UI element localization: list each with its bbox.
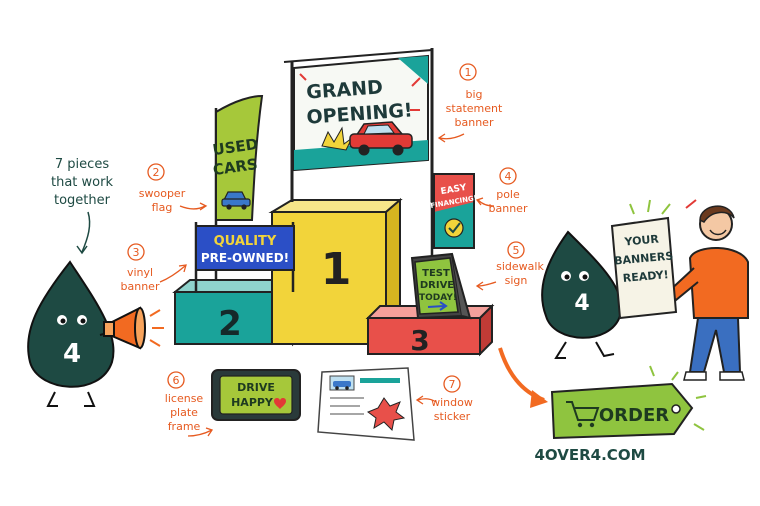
callout-3-line-1: vinyl: [127, 266, 153, 279]
intro-line-1: 7 pieces: [55, 157, 109, 172]
checkmark-icon: [444, 218, 464, 238]
podium: 2 1 3: [172, 197, 495, 357]
callout-1: 1 big statement banner: [437, 63, 503, 143]
intro-note: 7 pieces that work together: [51, 157, 113, 208]
callout-5: 5 sidewalk sign: [475, 241, 544, 291]
vinyl-banner-line-1: QUALITY: [214, 234, 277, 249]
podium-third: [367, 317, 481, 355]
callout-4-number: 4: [505, 170, 512, 183]
mascot-left-pupil: [60, 318, 66, 324]
callout-7-line-1: window: [431, 396, 473, 409]
arrow-to-order: [498, 347, 548, 408]
mascot-left-leg-2: [84, 391, 96, 407]
callout-6: 6 license plate frame: [165, 371, 214, 437]
callout-2-line-2: flag: [152, 201, 173, 214]
sidewalk-sign-line-2: DRIVE: [420, 280, 454, 291]
sidewalk-sign: TEST DRIVE TODAY!: [410, 252, 472, 320]
callout-3-number: 3: [133, 246, 140, 259]
callout-7: 7 window sticker: [415, 375, 473, 423]
delivery-sign-line-2: BANNERS: [614, 249, 674, 267]
intro-line-3: together: [54, 193, 111, 208]
mascot-right: 4: [541, 230, 623, 359]
podium-first-label: 1: [321, 244, 352, 295]
delivery-person: [666, 205, 749, 381]
callout-6-line-1: license: [165, 392, 204, 405]
order-tag-label: ORDER: [599, 405, 669, 426]
big-statement-banner: GRAND OPENING!: [283, 48, 434, 202]
callout-4: 4 pole banner: [475, 167, 528, 215]
megaphone-icon: [103, 306, 164, 350]
callout-2-number: 2: [153, 166, 160, 179]
vinyl-banner: QUALITY PRE-OWNED!: [194, 222, 295, 292]
big-banner-line-1: GRAND: [306, 76, 384, 103]
mascot-left-leg: [46, 391, 58, 407]
license-plate-line-1: DRIVE: [237, 381, 275, 394]
arrow-right-icon: [427, 301, 448, 311]
window-sticker: [317, 367, 415, 441]
car-icon: [221, 191, 251, 210]
callout-6-number: 6: [173, 374, 180, 387]
delivery-sign-line-1: YOUR: [623, 232, 660, 248]
intro-arrow: [81, 211, 91, 253]
delivery-sign: YOUR BANNERS READY!: [610, 199, 697, 320]
intro-arrowhead: [76, 245, 88, 255]
callout-1-line-2: statement: [446, 102, 503, 115]
cart-icon: [566, 401, 600, 428]
sidewalk-sign-line-1: TEST: [422, 268, 450, 279]
pole-banner-line-1: EASY: [440, 183, 468, 197]
license-plate-frame: DRIVE HAPPY: [211, 369, 301, 421]
mascot-left: 4: [27, 260, 119, 407]
callout-2: 2 swooper flag: [139, 163, 208, 214]
callout-1-line-1: big: [465, 88, 482, 101]
podium-third-label: 3: [410, 324, 429, 357]
callout-3-line-2: banner: [121, 280, 160, 293]
car-icon: [349, 121, 413, 156]
website-url[interactable]: 4OVER4.COM: [534, 446, 645, 464]
callout-6-line-2: plate: [170, 406, 198, 419]
callout-7-line-2: sticker: [434, 410, 471, 423]
callout-1-number: 1: [465, 66, 472, 79]
mascot-left-pupil-2: [80, 318, 86, 324]
swooper-flag: USED CARS: [211, 94, 264, 285]
callout-4-line-2: banner: [489, 202, 528, 215]
callout-3: 3 vinyl banner: [121, 243, 187, 293]
sidewalk-sign-line-3: TODAY!: [419, 293, 457, 303]
callout-6-line-3: frame: [168, 420, 201, 433]
delivery-sign-line-3: READY!: [622, 268, 669, 285]
callout-2-line-1: swooper: [139, 187, 186, 200]
car-icon: [333, 381, 351, 390]
mascot-left-number: 4: [63, 339, 81, 369]
callout-5-number: 5: [513, 244, 520, 257]
license-plate-line-2: HAPPY: [231, 396, 274, 409]
vinyl-banner-line-2: PRE-OWNED!: [201, 251, 289, 265]
callout-4-line-1: pole: [496, 188, 520, 201]
callout-5-line-1: sidewalk: [496, 260, 544, 273]
callout-5-line-2: sign: [505, 274, 528, 287]
intro-line-2: that work: [51, 175, 113, 190]
callout-1-line-3: banner: [455, 116, 494, 129]
order-tag[interactable]: ORDER: [550, 365, 707, 440]
heart-icon: [274, 398, 286, 409]
mascot-right-number: 4: [574, 291, 589, 316]
pole-banner: EASY FINANCING!: [430, 173, 478, 312]
podium-second-label: 2: [218, 304, 242, 344]
callout-7-number: 7: [449, 378, 456, 391]
mascot-left-body: [27, 260, 115, 388]
